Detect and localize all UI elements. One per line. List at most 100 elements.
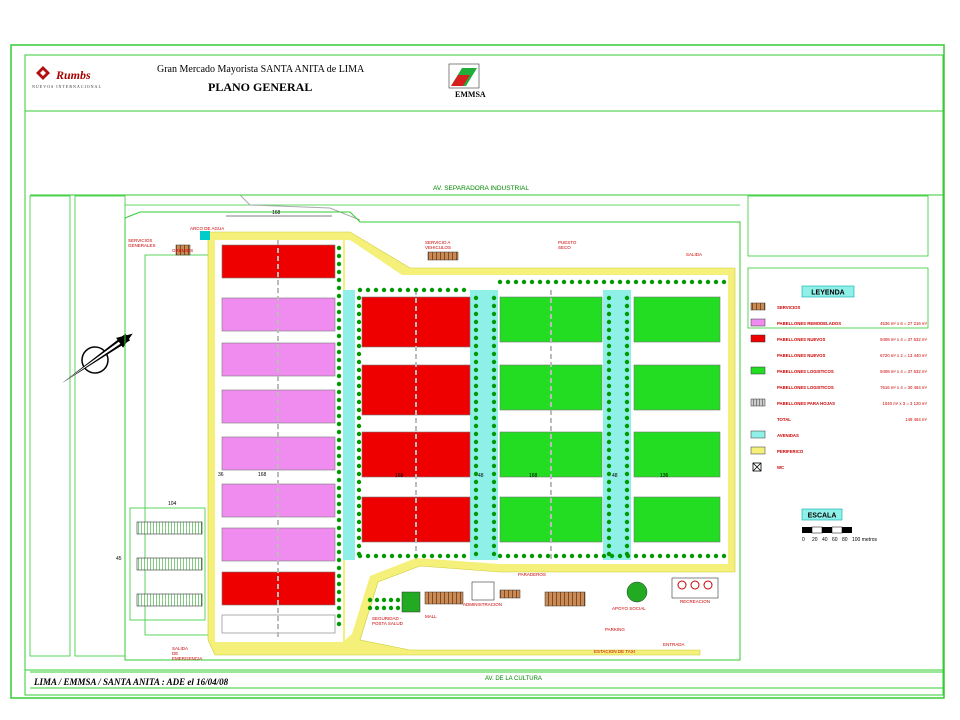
- leaf-pavilions: [129, 507, 206, 621]
- tree-icon: [336, 597, 342, 603]
- tree-icon: [617, 553, 623, 559]
- pavilion-green: [633, 296, 721, 343]
- tree-icon: [624, 543, 630, 549]
- tree-icon: [624, 423, 630, 429]
- tree-icon: [593, 279, 599, 285]
- pavilion-hojas: [136, 521, 203, 535]
- tree-icon: [713, 553, 719, 559]
- label-entrada: ENTRADA: [663, 642, 685, 647]
- tree-icon: [624, 351, 630, 357]
- logistics-pavilions: [499, 290, 721, 560]
- tree-icon: [445, 553, 451, 559]
- left-pavilions: [221, 240, 336, 640]
- tree-icon: [624, 295, 630, 301]
- tree-icon: [491, 535, 497, 541]
- tree-icon: [497, 553, 503, 559]
- tree-icon: [473, 415, 479, 421]
- tree-icon: [473, 471, 479, 477]
- tree-icon: [665, 553, 671, 559]
- tree-icon: [633, 279, 639, 285]
- tree-icon: [336, 309, 342, 315]
- tree-icon: [624, 439, 630, 445]
- tree-icon: [336, 477, 342, 483]
- tree-icon: [606, 415, 612, 421]
- tree-icon: [421, 287, 427, 293]
- tree-icon: [473, 511, 479, 517]
- tree-icon: [606, 319, 612, 325]
- site-boundary: [124, 211, 741, 661]
- dimension-label: 104: [168, 501, 177, 507]
- service-building: [401, 591, 421, 613]
- tree-icon: [367, 605, 373, 611]
- tree-icon: [491, 415, 497, 421]
- tree-icon: [491, 503, 497, 509]
- service-building: [544, 591, 586, 607]
- tree-icon: [624, 343, 630, 349]
- tree-icon: [491, 479, 497, 485]
- legend-label: PABELLONES NUEVOS: [777, 337, 826, 342]
- tree-icon: [336, 325, 342, 331]
- tree-icon: [336, 533, 342, 539]
- tree-icon: [336, 357, 342, 363]
- north-arrow-icon: [62, 333, 133, 383]
- tree-icon: [721, 279, 727, 285]
- dimension-label: 45: [116, 556, 122, 562]
- tree-icon: [356, 431, 362, 437]
- legend-label: PABELLONES LOGISTICOS: [777, 385, 834, 390]
- tree-icon: [356, 319, 362, 325]
- tree-icon: [356, 303, 362, 309]
- tree-icon: [491, 303, 497, 309]
- tree-icon: [336, 517, 342, 523]
- tree-icon: [491, 399, 497, 405]
- tree-icon: [606, 487, 612, 493]
- tree-icon: [491, 551, 497, 557]
- tree-icon: [336, 405, 342, 411]
- tree-icon: [473, 391, 479, 397]
- tree-icon: [624, 447, 630, 453]
- tree-icon: [336, 605, 342, 611]
- tree-icon: [356, 543, 362, 549]
- tree-icon: [641, 279, 647, 285]
- tree-icon: [473, 359, 479, 365]
- tree-icon: [356, 471, 362, 477]
- tree-icon: [473, 479, 479, 485]
- tree-icon: [388, 597, 394, 603]
- tree-icon: [336, 341, 342, 347]
- rumbs-logo-text: Rumbs: [56, 68, 91, 82]
- tree-icon: [491, 407, 497, 413]
- tree-icon: [389, 553, 395, 559]
- tree-icon: [461, 553, 467, 559]
- service-building: [427, 251, 459, 261]
- scale-tick-label: 0: [802, 537, 805, 543]
- tree-icon: [405, 553, 411, 559]
- tree-icon: [606, 327, 612, 333]
- scale-title: ESCALA: [808, 513, 837, 520]
- tree-icon: [606, 511, 612, 517]
- tree-icon: [561, 553, 567, 559]
- legend-swatch: [750, 398, 766, 407]
- label-apoyo: APOYO SOCIAL: [612, 606, 646, 611]
- tree-icon: [473, 311, 479, 317]
- tree-icon: [606, 447, 612, 453]
- dimension-label: 48: [478, 473, 484, 479]
- tree-icon: [336, 493, 342, 499]
- tree-icon: [336, 429, 342, 435]
- tree-icon: [545, 553, 551, 559]
- pavilion-hojas: [136, 593, 203, 607]
- tree-icon: [336, 573, 342, 579]
- tree-icon: [624, 319, 630, 325]
- tree-icon: [381, 605, 387, 611]
- legend-item: PERIFERICO: [750, 446, 804, 455]
- tree-icon: [665, 279, 671, 285]
- outer-frame: [10, 44, 945, 699]
- tree-icon: [374, 597, 380, 603]
- tree-icon: [721, 553, 727, 559]
- tree-icon: [606, 527, 612, 533]
- tree-icon: [606, 455, 612, 461]
- tree-icon: [606, 463, 612, 469]
